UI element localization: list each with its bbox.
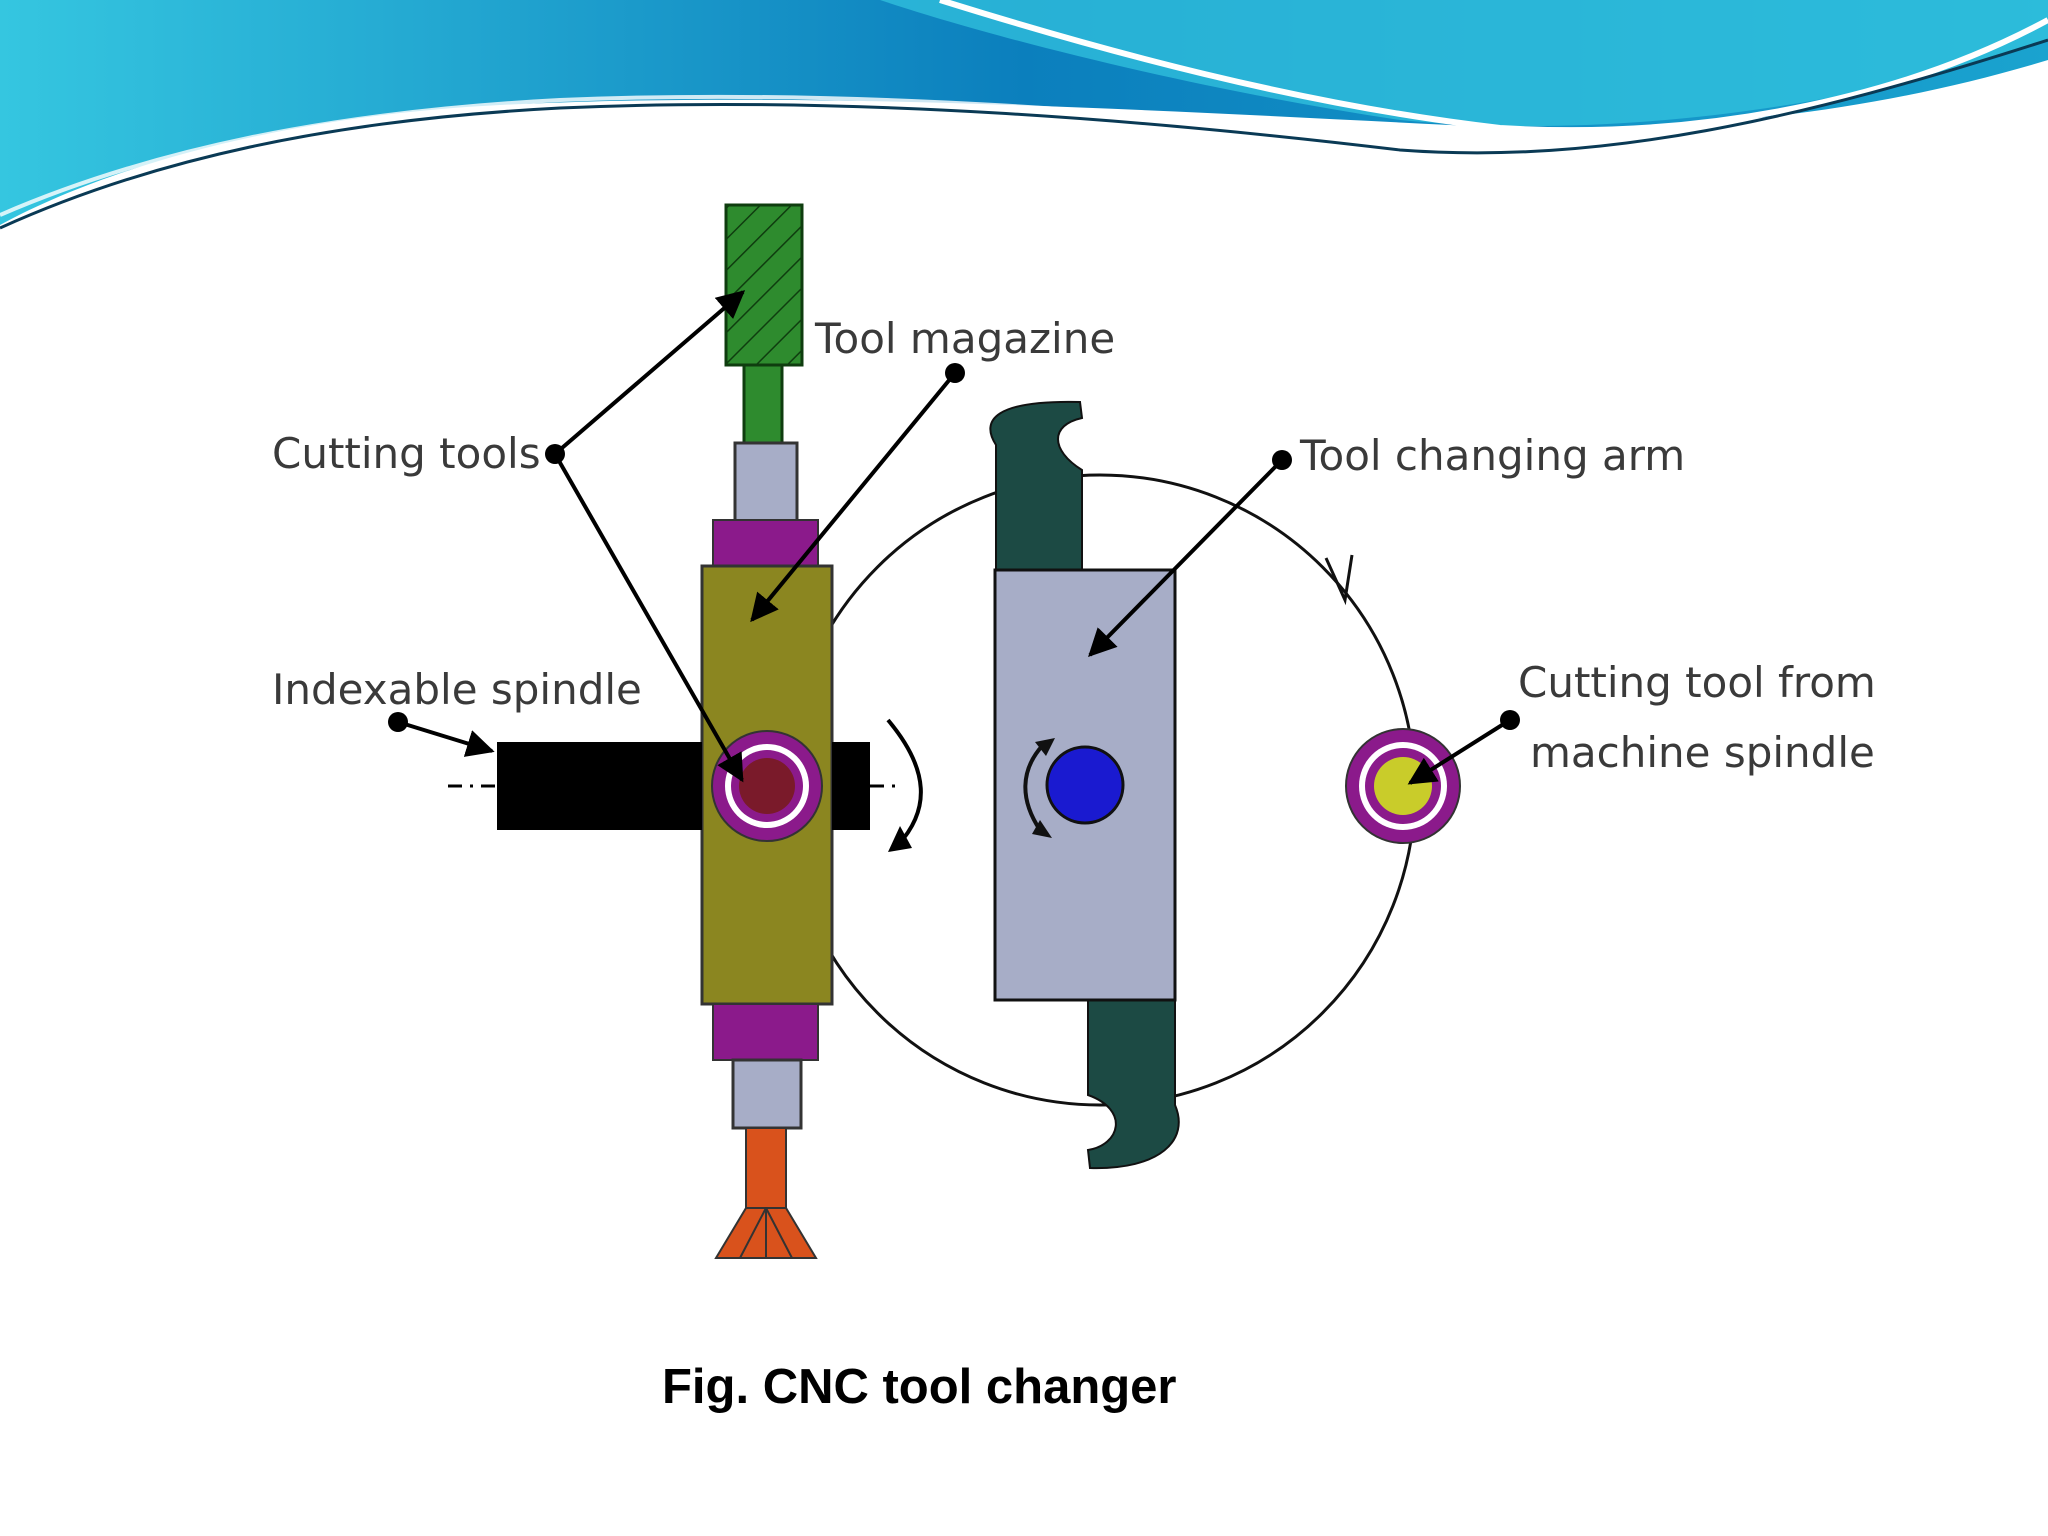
figure-caption: Fig. CNC tool changer [662, 1360, 1177, 1414]
label-cutting-tools: Cutting tools [272, 429, 541, 478]
grey-holder-top [733, 441, 799, 525]
label-tool-magazine: Tool magazine [814, 314, 1115, 363]
label-cutting-tool-from-line2: machine spindle [1530, 728, 1875, 777]
arm-hook-top [989, 400, 1084, 571]
green-tool-shank [742, 363, 784, 445]
arm-hook-bottom [1086, 999, 1180, 1170]
rotation-arrow-icon [1324, 554, 1354, 606]
green-cutting-tool [724, 203, 804, 367]
magenta-collar-bottom [712, 1003, 819, 1061]
spindle-rotation-arrow-icon [886, 718, 923, 847]
indexable-spindle-bar [448, 742, 900, 830]
label-indexable-spindle: Indexable spindle [272, 665, 642, 714]
arm-pivot-dot [1045, 745, 1125, 825]
label-cutting-tool-from-line1: Cutting tool from [1518, 658, 1876, 707]
machine-spindle-tool-rings [1345, 728, 1461, 844]
grey-holder-bottom [731, 1058, 803, 1130]
magazine-tool-rings [711, 730, 823, 842]
magenta-collar-top [712, 519, 819, 567]
drill-shank [745, 1127, 787, 1209]
tool-changing-arm [989, 400, 1180, 1170]
header-wave [0, 0, 2048, 230]
arm-rotation-arrow-icon [1023, 743, 1045, 832]
leader-lines [388, 290, 1520, 785]
label-tool-changing-arm: Tool changing arm [1299, 431, 1685, 480]
